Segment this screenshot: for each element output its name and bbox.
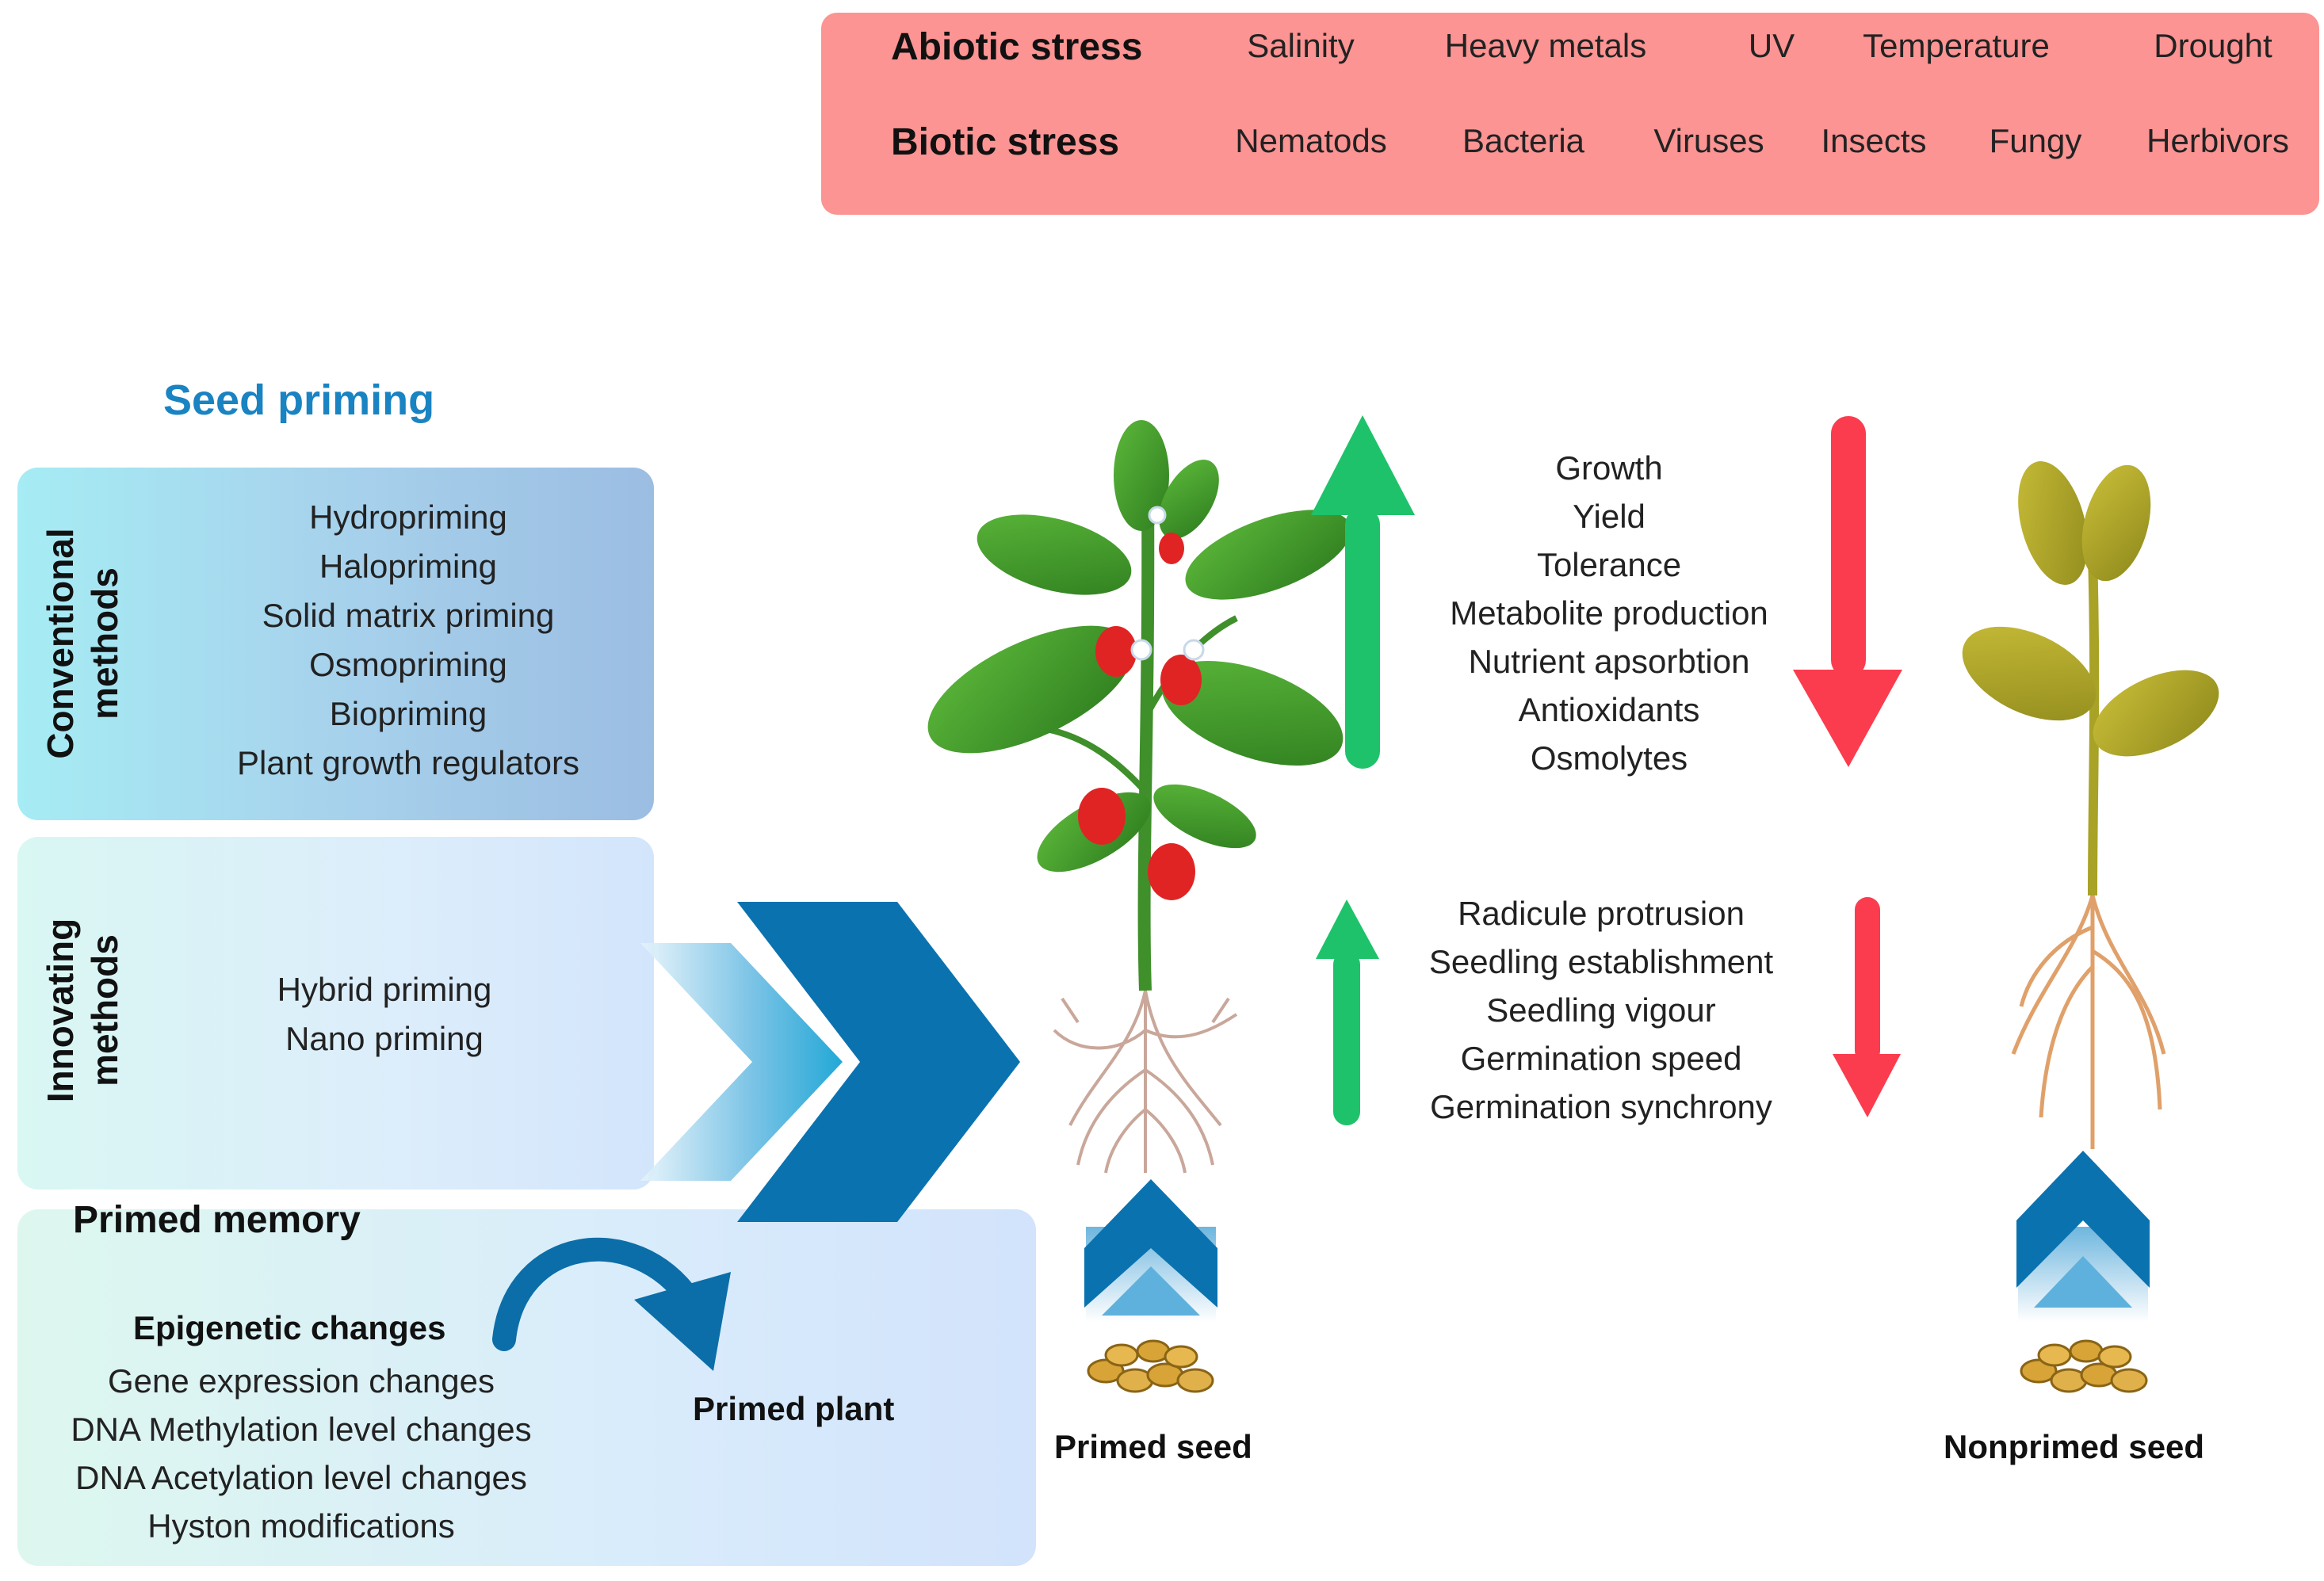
conventional-methods-list: Hydropriming Halopriming Solid matrix pr… [198,493,618,788]
trait-item: Germination synchrony [1430,1088,1772,1125]
increase-arrow-icon [1311,415,1415,769]
nonprimed-seed-chevron-icon [2016,1151,2150,1322]
epigenetic-item: Gene expression changes [108,1362,495,1400]
decrease-arrow-icon [1793,416,1902,767]
abiotic-item: Drought [2154,27,2272,64]
light-chevron-arrow [640,943,843,1181]
trait-item: Growth [1555,449,1663,487]
biotic-item: Herbivors [2146,122,2289,159]
decrease-arrow-icon [1833,897,1901,1117]
trait-item: Tolerance [1536,546,1682,583]
trait-item: Germination speed [1460,1040,1742,1077]
abiotic-item: Heavy metals [1444,27,1647,64]
trait-item: Seedling establishment [1428,943,1774,980]
trait-item: Osmolytes [1530,739,1688,777]
method-item: Solid matrix priming [262,597,555,634]
epigenetic-changes-list: Gene expression changes DNA Methylation … [32,1357,571,1550]
trait-item: Radicule protrusion [1458,895,1745,932]
trait-item: Metabolite production [1450,594,1768,632]
primed-memory-title: Primed memory [73,1199,361,1241]
conventional-methods-label: Conventional methods [38,501,127,786]
primed-seed-label: Primed seed [1054,1428,1252,1465]
trait-item: Yield [1573,498,1646,535]
nonprimed-seed-label: Nonprimed seed [1944,1428,2205,1465]
epigenetic-item: Hyston modifications [147,1507,455,1545]
epigenetic-changes-title: Epigenetic changes [133,1309,446,1346]
curved-arrow-icon [492,1237,731,1371]
conventional-methods-text: Conventional methods [40,528,125,759]
trait-item: Seedling vigour [1486,991,1716,1029]
increase-arrow-icon [1316,899,1379,1125]
innovating-methods-box [17,837,654,1190]
method-item: Halopriming [319,548,498,585]
method-item: Biopriming [329,695,487,732]
primed-plant-label: Primed plant [693,1390,895,1427]
method-item: Nano priming [285,1020,484,1057]
method-item: Hydropriming [309,498,507,536]
innovating-methods-list: Hybrid priming Nano priming [230,965,539,1064]
biotic-item: Viruses [1653,122,1764,159]
biotic-item: Nematods [1235,122,1387,159]
method-item: Osmopriming [309,646,507,683]
stress-panel: Abiotic stress Salinity Heavy metals UV … [821,13,2319,215]
trait-item: Antioxidants [1518,691,1700,728]
innovating-methods-label: Innovating methods [38,892,127,1129]
abiotic-stress-label: Abiotic stress [891,26,1143,68]
method-item: Plant growth regulators [237,744,579,781]
conventional-methods-box [17,468,654,820]
method-item: Hybrid priming [277,971,492,1008]
nonprimed-plant-icon [1962,461,2219,1149]
nonprimed-seeds-icon [2020,1339,2148,1393]
biotic-stress-label: Biotic stress [891,121,1120,163]
trait-item: Nutrient apsorbtion [1468,643,1750,680]
plant-traits-list: Growth Yield Tolerance Metabolite produc… [1411,444,1807,782]
innovating-methods-text: Innovating methods [40,918,125,1103]
primed-seed-chevron-icon [1084,1179,1217,1322]
biotic-item: Insects [1821,122,1927,159]
epigenetic-item: DNA Methylation level changes [71,1411,532,1448]
abiotic-item: Salinity [1247,27,1355,64]
primed-seeds-icon [1087,1339,1214,1393]
primed-plant-icon [927,420,1351,1174]
biotic-item: Bacteria [1462,122,1585,159]
abiotic-item: Temperature [1863,27,2050,64]
epigenetic-item: DNA Acetylation level changes [75,1459,527,1496]
seed-priming-title: Seed priming [163,376,435,424]
big-chevron-arrow [737,902,1020,1222]
abiotic-item: UV [1748,27,1795,64]
germination-traits-list: Radicule protrusion Seedling establishme… [1395,889,1807,1131]
biotic-item: Fungy [1989,122,2082,159]
